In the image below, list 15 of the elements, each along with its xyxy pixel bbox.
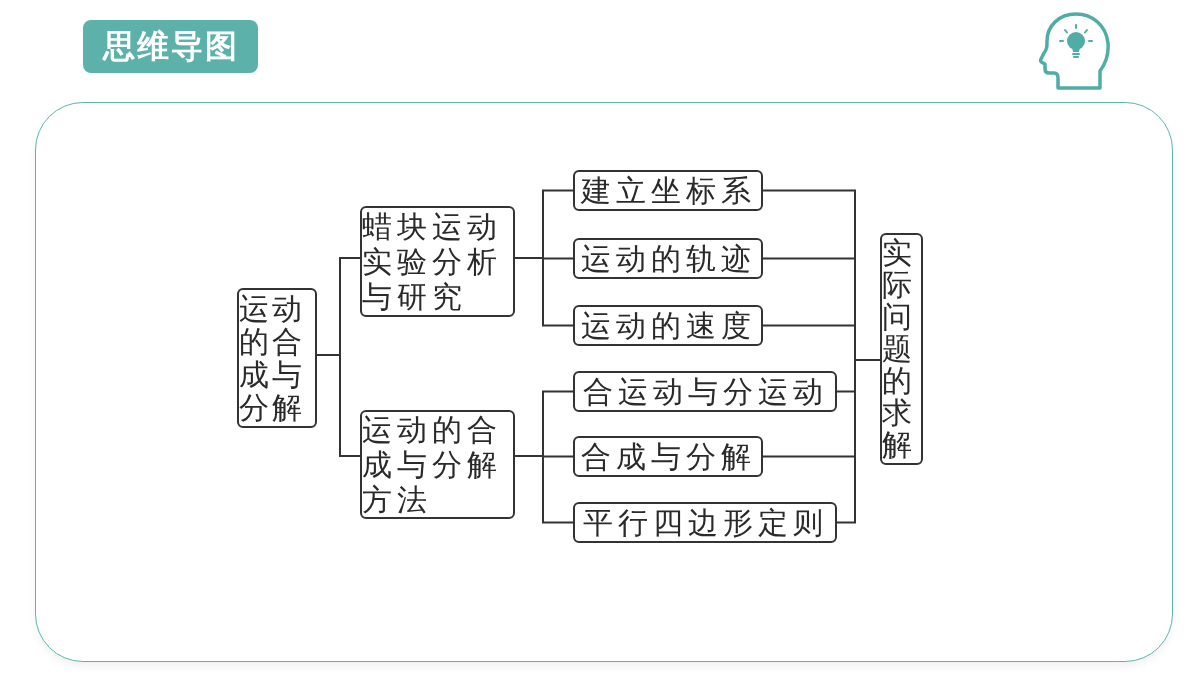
topic-box: 合成与分解 (573, 436, 763, 477)
topic-box: 实际问题的求解 (880, 233, 923, 465)
title-badge: 思维导图 (83, 20, 258, 73)
topic-box: 合运动与分运动 (573, 371, 837, 412)
topic-box: 蜡块运动实验分析与研究 (360, 206, 515, 317)
topic-box: 建立坐标系 (573, 170, 763, 211)
topic-box: 运动的速度 (573, 305, 763, 346)
topic-box: 运动的轨迹 (573, 238, 763, 279)
topic-box: 运动的合成与分解 (237, 288, 317, 428)
connector-line (836, 359, 881, 524)
connector-line (514, 455, 574, 524)
topic-box: 运动的合成与分解方法 (360, 410, 515, 519)
topic-box: 平行四边形定则 (573, 502, 837, 543)
connector-line (316, 354, 361, 457)
connector-line (514, 257, 574, 327)
